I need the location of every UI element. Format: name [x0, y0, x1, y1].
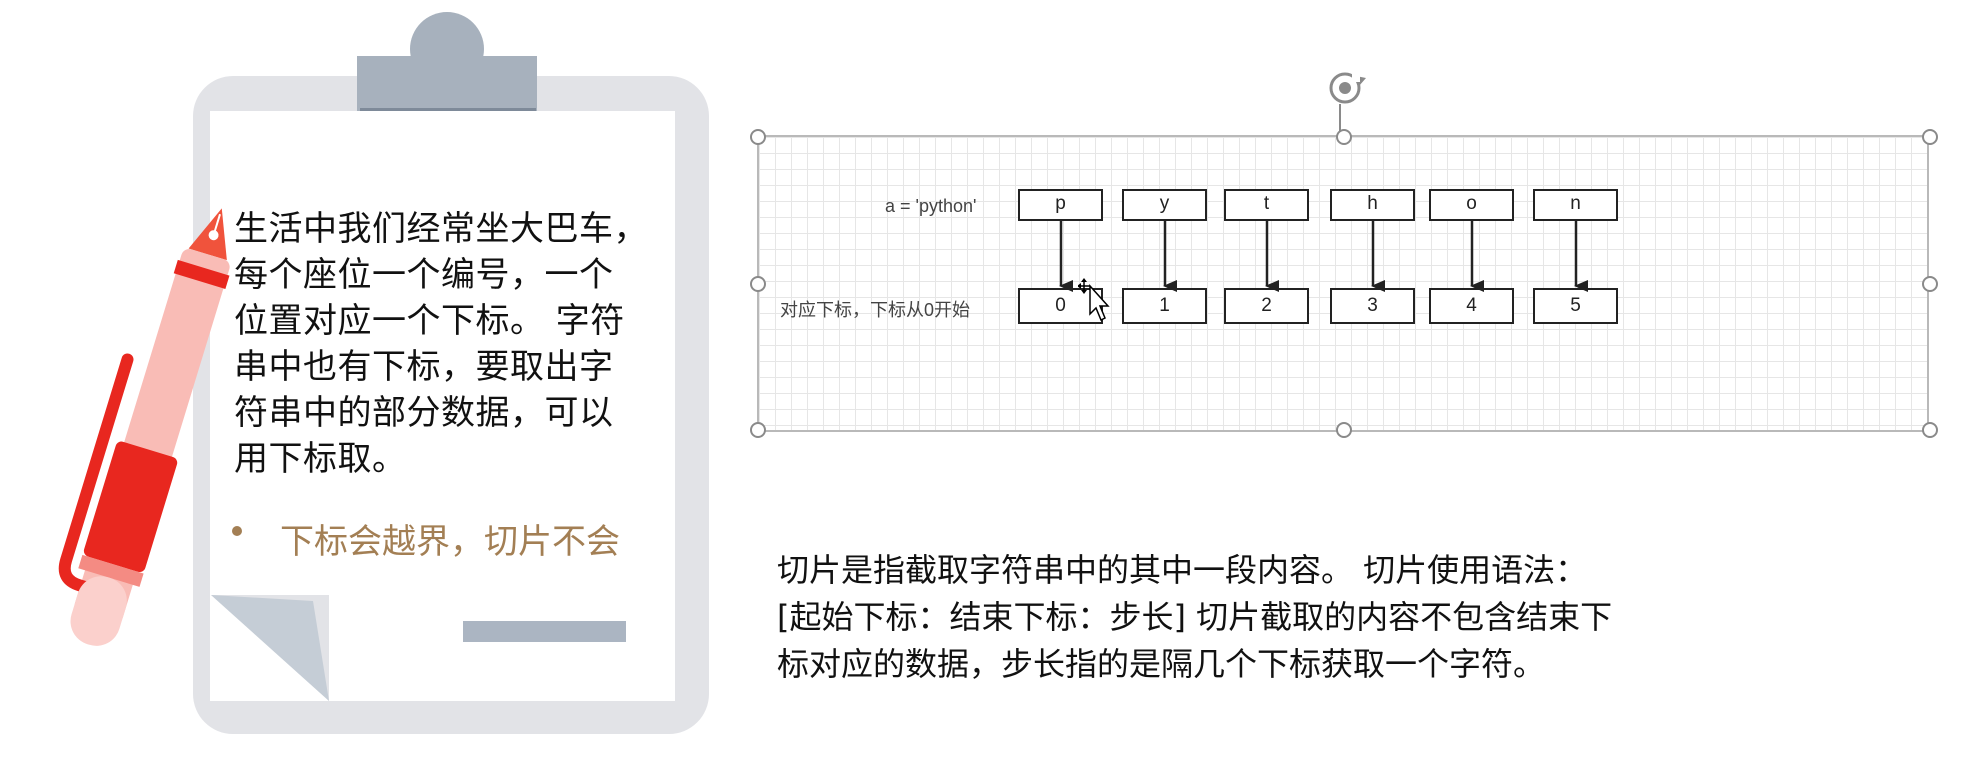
char-cell-y: y	[1122, 189, 1207, 221]
resize-handle-bottom-right[interactable]	[1922, 422, 1938, 438]
expression-label: a = 'python'	[885, 196, 977, 216]
index-cell-2: 2	[1224, 288, 1309, 324]
resize-handle-top-right[interactable]	[1922, 129, 1938, 145]
slice-line: 切片是指截取字符串中的其中一段内容。 切片使用语法：	[777, 551, 1588, 589]
clipboard-line: 符串中的部分数据，可以	[234, 393, 614, 433]
resize-handle-top[interactable]	[1336, 129, 1352, 145]
bullet-text: 下标会越界，切片不会	[280, 522, 620, 562]
move-cursor-icon	[1078, 278, 1110, 322]
slice-line: 标对应的数据，步长指的是隔几个下标获取一个字符。	[777, 645, 1546, 683]
paper-decor-stripe	[463, 621, 626, 642]
char-cell-n: n	[1533, 189, 1618, 221]
index-cell-5: 5	[1533, 288, 1618, 324]
index-cell-4: 4	[1429, 288, 1514, 324]
paper-fold-corner	[211, 595, 329, 701]
char-cell-p: p	[1018, 189, 1103, 221]
clipboard-line: 生活中我们经常坐大巴车，	[234, 209, 648, 249]
pen-icon	[58, 208, 230, 646]
char-cell-t: t	[1224, 189, 1309, 221]
index-cell-1: 1	[1122, 288, 1207, 324]
bullet-dot	[232, 526, 242, 536]
clipboard-line: 每个座位一个编号，一个	[234, 255, 614, 295]
slice-explanation: 切片是指截取字符串中的其中一段内容。 切片使用语法： [起始下标：结束下标：步长…	[777, 547, 1777, 688]
resize-handle-top-left[interactable]	[750, 129, 766, 145]
diagram-selection-frame[interactable]	[757, 135, 1929, 432]
resize-handle-bottom[interactable]	[1336, 422, 1352, 438]
index-label: 对应下标，下标从0开始	[780, 300, 971, 320]
resize-handle-left[interactable]	[750, 276, 766, 292]
clipboard-clip-shadow	[360, 108, 536, 111]
resize-handle-right[interactable]	[1922, 276, 1938, 292]
clipboard-line: 位置对应一个下标。 字符	[234, 301, 625, 341]
clipboard-text: 生活中我们经常坐大巴车， 每个座位一个编号，一个 位置对应一个下标。 字符 串中…	[234, 206, 664, 482]
resize-handle-bottom-left[interactable]	[750, 422, 766, 438]
clipboard-line: 用下标取。	[234, 439, 407, 479]
slice-line: [起始下标：结束下标：步长] 切片截取的内容不包含结束下	[777, 598, 1613, 636]
rotate-handle-stem	[1339, 104, 1341, 132]
clipboard-clip-icon	[357, 56, 537, 111]
index-cell-3: 3	[1330, 288, 1415, 324]
clipboard-line: 串中也有下标，要取出字	[234, 347, 614, 387]
char-cell-o: o	[1429, 189, 1514, 221]
rotate-handle-icon[interactable]	[1326, 68, 1368, 108]
char-cell-h: h	[1330, 189, 1415, 221]
